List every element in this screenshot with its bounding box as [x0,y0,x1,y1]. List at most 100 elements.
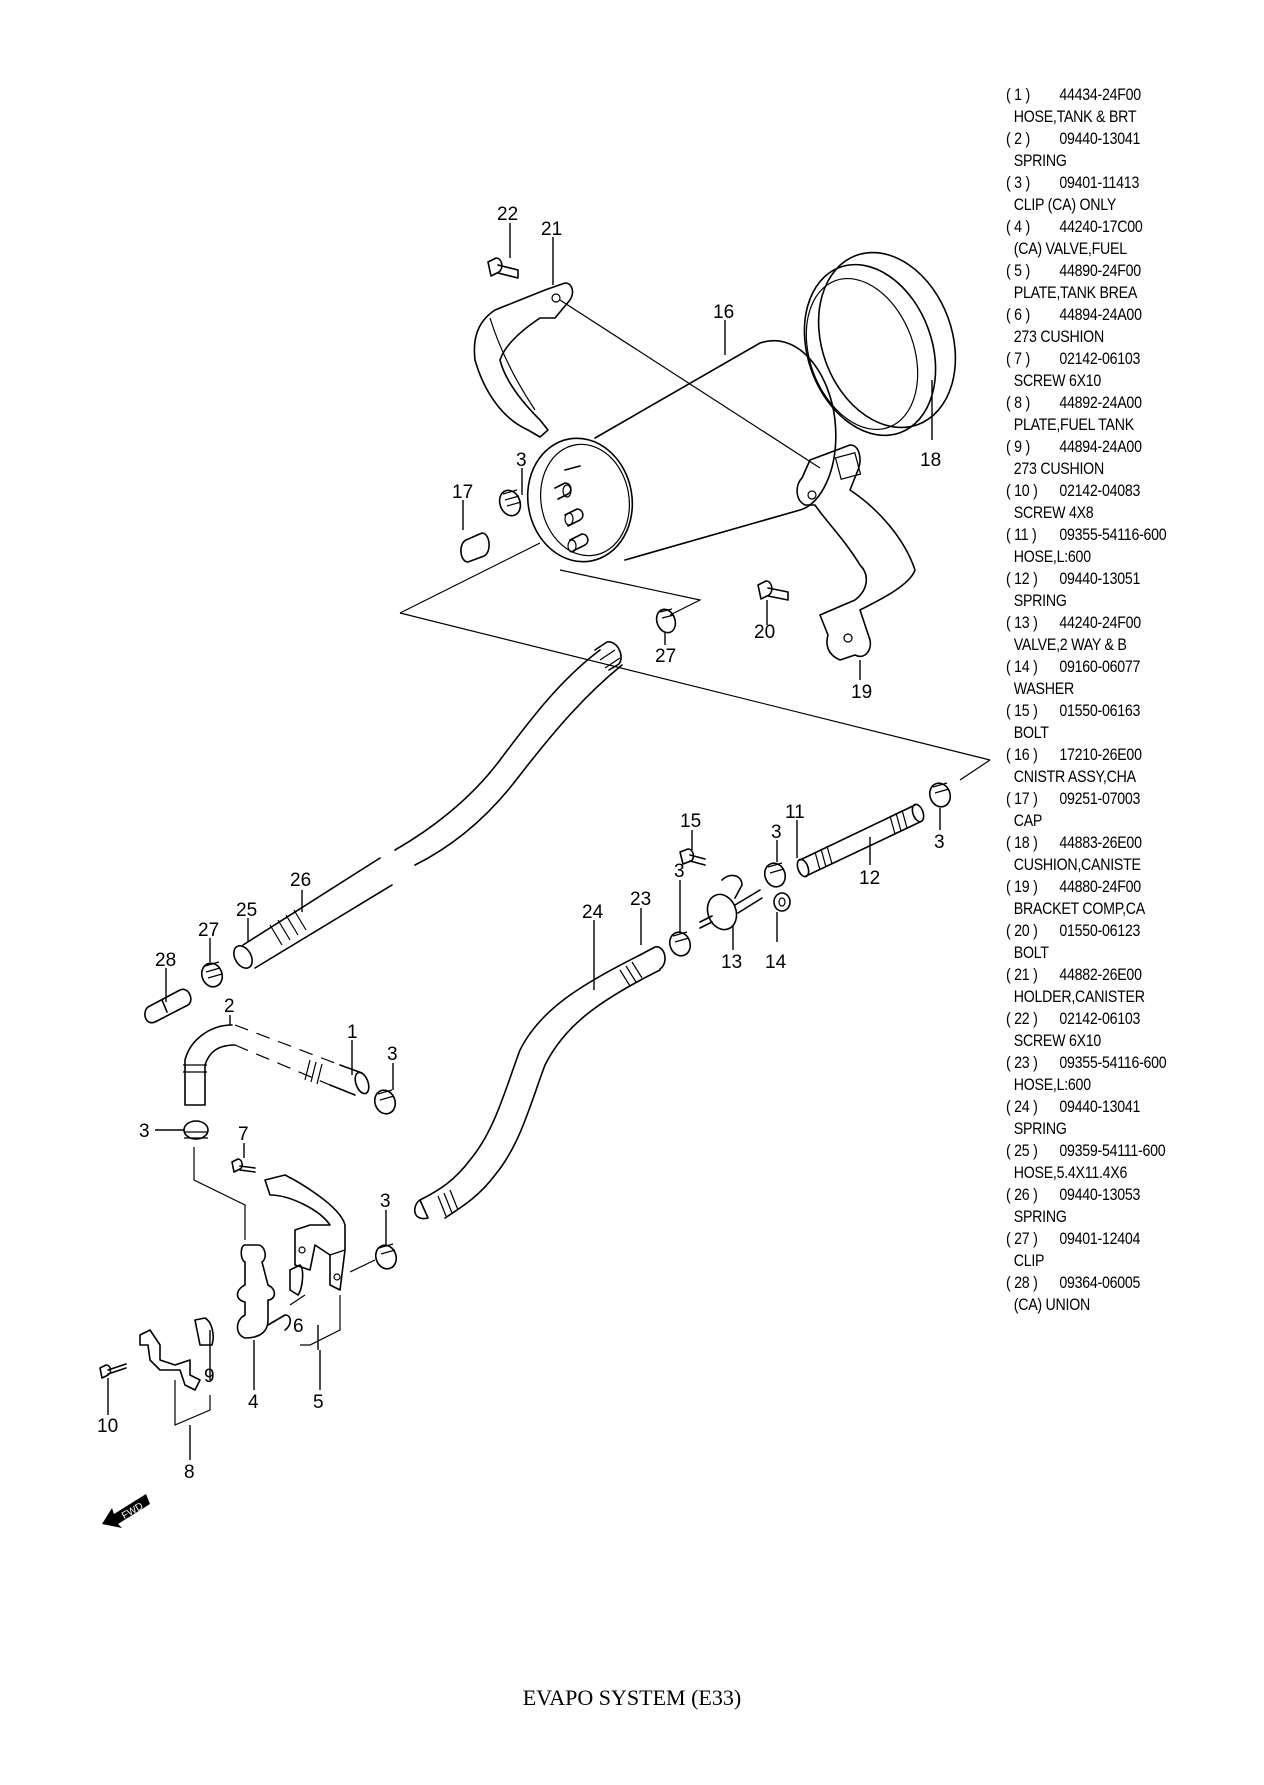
parts-list-item: ( 17 ) 09251-07003 [1006,788,1221,810]
callout-26: 26 [290,870,311,891]
parts-list-item: ( 16 )17210-26E00 [1006,744,1221,766]
parts-list-item: ( 13 )44240-24F00 [1006,612,1221,634]
part-description: HOSE,TANK & BRT [1013,108,1137,126]
washer-14 [773,892,791,912]
callout-10: 10 [97,1416,118,1437]
part-description: CLIP (CA) ONLY [1013,196,1117,214]
part-number-index: ( 3 ) [1006,174,1030,192]
part-description: 273 CUSHION [1013,328,1104,346]
callout-7: 7 [238,1124,249,1145]
part-code: 44240-17C00 [1059,218,1143,236]
fuel-tank-plate-8 [139,1329,201,1391]
part-code: 09355-54116-600 [1059,526,1167,544]
parts-list-item: ( 7 )02142-06103 [1006,348,1221,370]
parts-list-item: ( 4 ) 44240-17C00 [1006,216,1221,238]
part-number-index: ( 17 ) [1006,790,1038,808]
hose-1 [183,1024,370,1106]
part-number-index: ( 7 ) [1006,350,1030,368]
part-description: (CA) VALVE,FUEL [1013,240,1127,258]
part-code: 44240-24F00 [1059,614,1141,632]
callout-1: 1 [347,1022,358,1043]
part-code: 44892-24A00 [1059,394,1142,412]
parts-list-item: ( 8 ) 44892-24A00 [1006,392,1221,414]
canister-bracket [796,444,916,661]
part-code: 09355-54116-600 [1059,1054,1167,1072]
part-number-index: ( 28 ) [1006,1274,1038,1292]
callout-27b: 27 [198,920,219,941]
part-description: SPRING [1013,1208,1067,1226]
part-code: 44434-24F00 [1059,86,1141,104]
clip-3-hose1 [373,1089,397,1115]
part-number-index: ( 12 ) [1006,570,1038,588]
part-number-index: ( 1 ) [1006,86,1030,104]
part-description: WASHER [1013,680,1074,698]
hose-11 [796,803,925,878]
leader-lines [107,223,941,1460]
callout-3: 3 [516,450,527,471]
cushion-9 [194,1317,214,1346]
callout-25: 25 [236,900,257,921]
alignment-line [559,299,821,469]
clip-3-canister [498,489,522,517]
clip-3-hose11 [928,782,952,808]
part-description: HOSE,L:600 [1013,1076,1091,1094]
callout-9: 9 [204,1366,215,1387]
parts-list-item: ( 26 )09440-13053 [1006,1184,1221,1206]
part-code: 09160-06077 [1059,658,1141,676]
callout-5: 5 [313,1392,324,1413]
parts-list-item: ( 27 )09401-12404 [1006,1228,1221,1250]
callout-19: 19 [851,682,872,703]
part-number-index: ( 4 ) [1006,218,1030,236]
part-number-index: ( 16 ) [1006,746,1038,764]
parts-list-item: ( 9 )44894-24A00 [1006,436,1221,458]
diagram-title: EVAPO SYSTEM (E33) [522,1685,742,1710]
part-code: 01550-06123 [1059,922,1141,940]
clip-3-plate [374,1243,398,1270]
part-description: BRACKET COMP,CA [1013,900,1146,918]
fwd-label: FWD [120,1501,145,1522]
hose-25 [233,641,623,969]
part-description: SPRING [1013,592,1067,610]
callout-21: 21 [541,219,562,240]
part-description: SPRING [1013,152,1067,170]
clip-27-lower [200,961,224,988]
callout-2: 2 [224,996,235,1017]
callout-3f: 3 [934,832,945,853]
part-number-index: ( 15 ) [1006,702,1038,720]
callout-6: 6 [293,1316,304,1337]
parts-list-item: ( 2 ) 09440-13041 [1006,128,1221,150]
callout-4: 4 [248,1392,259,1413]
part-code: 09440-13041 [1059,130,1141,148]
clip-3-valve13 [763,862,787,888]
alignment-line [193,1147,246,1240]
part-code: 09364-06005 [1059,1274,1141,1292]
part-description: HOLDER,CANISTER [1013,988,1145,1006]
part-number-index: ( 23 ) [1006,1054,1038,1072]
part-description: PLATE,FUEL TANK [1013,416,1134,434]
two-way-valve-13 [699,874,763,931]
part-number-index: ( 21 ) [1006,966,1038,984]
parts-list-item: ( 12 )09440-13051 [1006,568,1221,590]
canister-holder [473,282,574,438]
part-description: BOLT [1013,724,1049,742]
part-code: 44880-24F00 [1059,878,1141,896]
part-number-index: ( 18 ) [1006,834,1038,852]
parts-list-item: ( 19 )44880-24F00 [1006,876,1221,898]
part-number-index: ( 2 ) [1006,130,1030,148]
part-description: BOLT [1013,944,1049,962]
parts-list-item: ( 24 )09440-13041 [1006,1096,1221,1118]
part-number-index: ( 8 ) [1006,394,1030,412]
callout-18: 18 [920,450,941,471]
part-code: 09251-07003 [1059,790,1141,808]
part-number-index: ( 26 ) [1006,1186,1038,1204]
part-code: 09359-54111-600 [1059,1142,1166,1160]
callout-15: 15 [680,811,701,832]
parts-list-item: ( 15 ) 01550-06163 [1006,700,1221,722]
parts-list-item: ( 23 ) 09355-54116-600 [1006,1052,1221,1074]
part-description: CUSHION,CANISTE [1013,856,1141,874]
part-code: 01550-06163 [1059,702,1141,720]
part-number-index: ( 10 ) [1006,482,1038,500]
tank-breather-plate-5 [264,1174,346,1291]
bolt-20 [757,580,789,601]
part-description: SCREW 6X10 [1013,1032,1102,1050]
